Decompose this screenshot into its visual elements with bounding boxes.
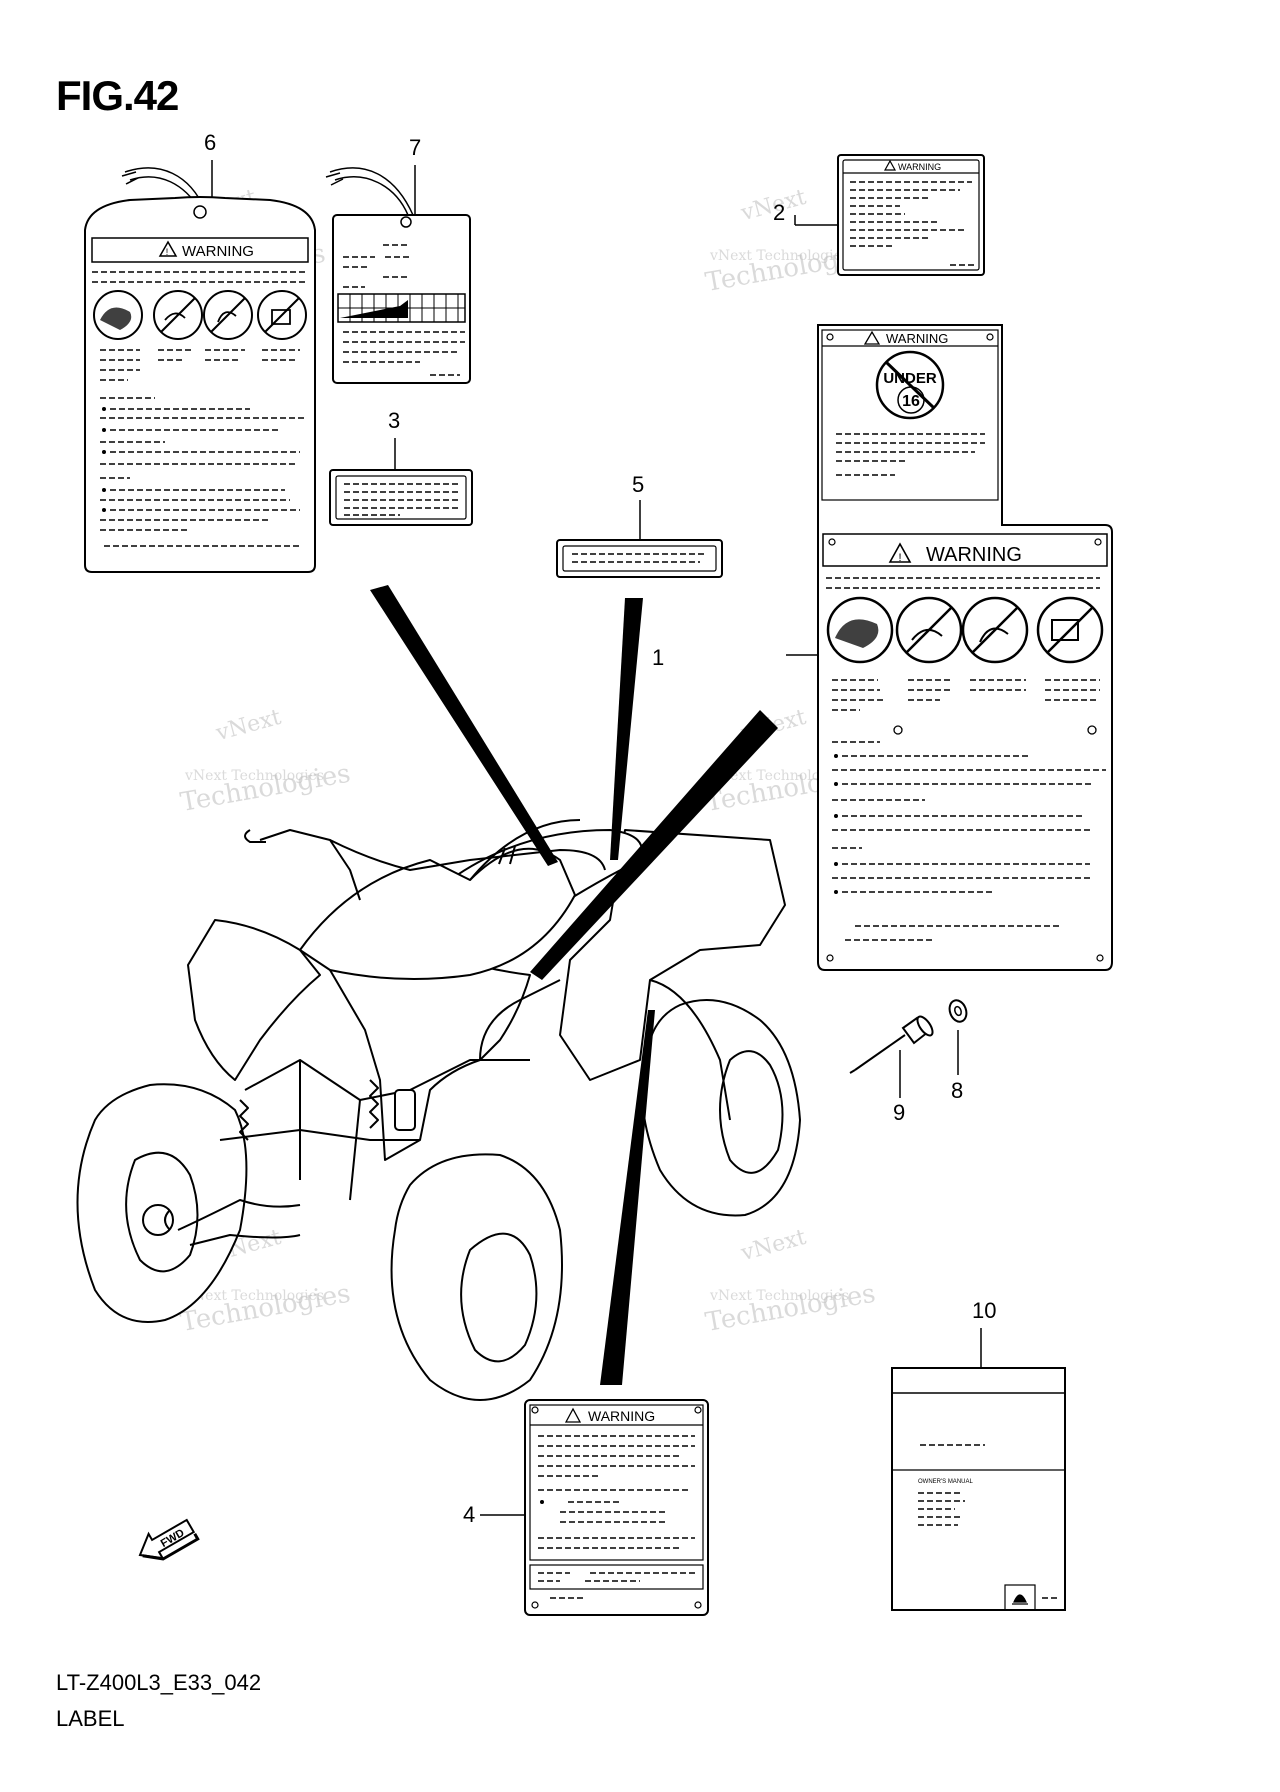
model-code: LT-Z400L3_E33_042: [56, 1670, 262, 1695]
leader-lines: [211, 160, 982, 1516]
item-9-rivet: [849, 1015, 934, 1074]
label-2-warning-text: WARNING: [898, 162, 941, 172]
svg-text:vNext Technologies: vNext Technologies: [709, 248, 849, 264]
svg-text:vNext: vNext: [738, 1225, 809, 1267]
figure-caption: LABEL: [56, 1706, 125, 1731]
callout-5: 5: [632, 472, 644, 497]
svg-text:vNext Technologies: vNext Technologies: [184, 1288, 324, 1304]
item-8-washer: [948, 999, 968, 1023]
label-1-warning-text-small: WARNING: [886, 331, 948, 346]
label-6-pictograms: [93, 290, 307, 340]
callout-2: 2: [773, 200, 785, 225]
callout-9: 9: [893, 1100, 905, 1125]
label-6-hang-tag: ! WARNING: [84, 167, 316, 573]
label-1-text-lines: [832, 679, 1106, 941]
svg-text:vNext: vNext: [213, 705, 284, 747]
callout-numbers: 1 2 3 4 5 6 7 8 9 10: [204, 130, 996, 1527]
label-4-warning-text: WARNING: [588, 1408, 655, 1424]
label-4: WARNING: [524, 1399, 709, 1616]
label-3: [329, 469, 473, 526]
callout-6: 6: [204, 130, 216, 155]
label-1-age-number: 16: [902, 393, 920, 410]
item-10-owners-manual: OWNER'S MANUAL: [891, 1367, 1066, 1611]
callout-8: 8: [951, 1078, 963, 1103]
label-5: [556, 539, 723, 578]
svg-text:!: !: [166, 247, 169, 257]
label-6-warning-text: WARNING: [182, 243, 254, 260]
label-7-hang-tag: [325, 167, 471, 384]
figure-title: FIG.42: [56, 72, 179, 119]
callout-7: 7: [409, 135, 421, 160]
callout-4: 4: [463, 1502, 475, 1527]
manual-title-text: OWNER'S MANUAL: [918, 1479, 973, 1485]
label-1-pictograms: [826, 596, 1104, 664]
atv-vehicle-drawing: [76, 819, 801, 1401]
label-6-text-lines: [100, 349, 306, 547]
svg-text:vNext Technologies: vNext Technologies: [184, 768, 324, 784]
callout-1: 1: [652, 645, 664, 670]
label-1-warning-text: WARNING: [926, 544, 1022, 566]
callout-3: 3: [388, 408, 400, 433]
watermark: vNext vNext Technologies Technologies: [178, 705, 353, 818]
label-1: WARNING UNDER 16 ! WARNING: [817, 324, 1113, 971]
svg-text:!: !: [898, 552, 901, 564]
pointer-wedges: [370, 585, 778, 1385]
watermark: vNext vNext Technologies Technologies: [703, 1225, 878, 1338]
callout-10: 10: [972, 1298, 996, 1323]
svg-text:vNext Technologies: vNext Technologies: [709, 768, 849, 784]
label-2: WARNING: [837, 154, 985, 276]
fwd-arrow-icon: FWD: [138, 1518, 200, 1561]
svg-text:vNext Technologies: vNext Technologies: [709, 1288, 849, 1304]
